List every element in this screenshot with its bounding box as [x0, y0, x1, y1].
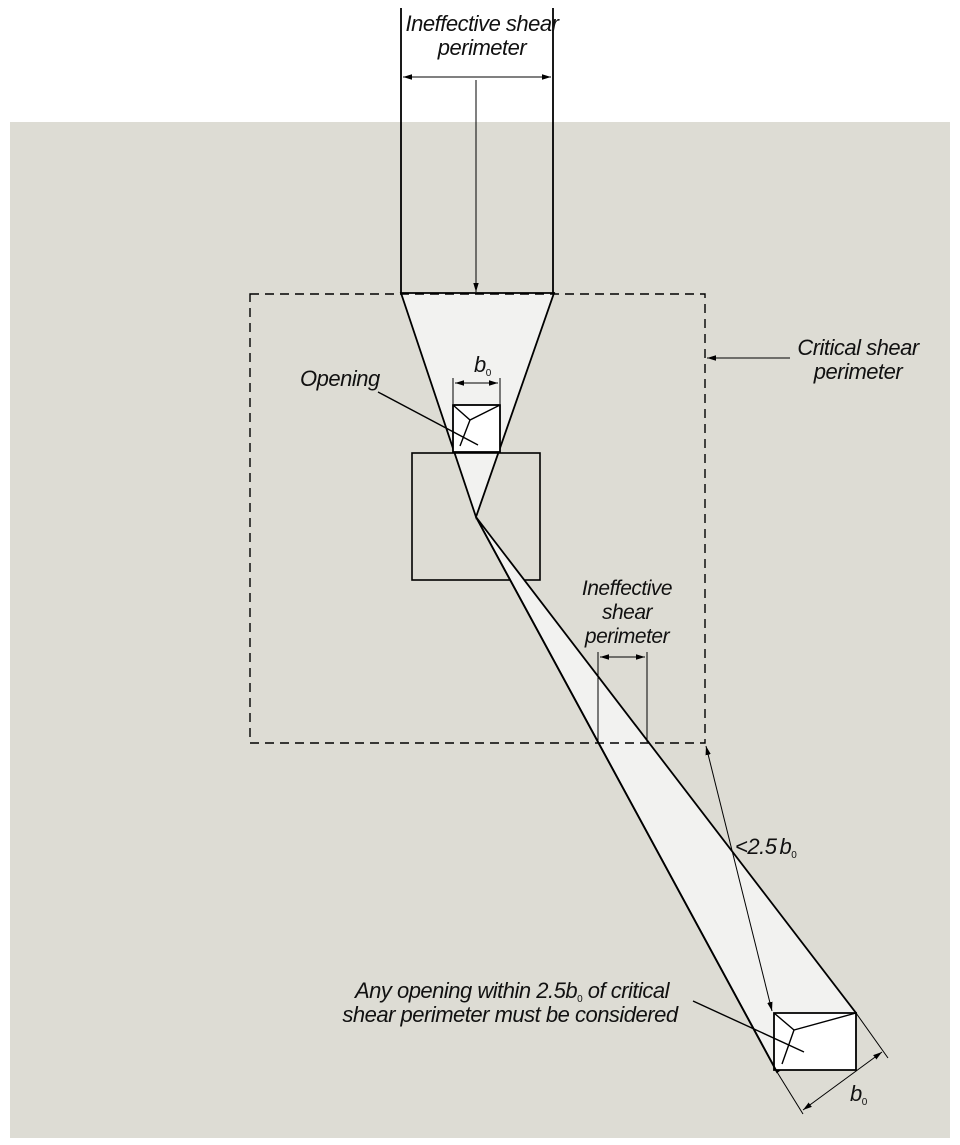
- top-ineffective-label-1: Ineffective shear: [406, 11, 561, 36]
- b0-symbol: b: [474, 352, 486, 377]
- b0-subscript: 0: [486, 368, 492, 379]
- mid-ineffective-label-1: Ineffective: [582, 577, 672, 600]
- critical-label-2: perimeter: [813, 359, 905, 384]
- far-opening-fold-down: [781, 1029, 795, 1065]
- far-shadow-edge: [475, 516, 778, 1073]
- bottom-b0-symbol: b: [850, 1081, 862, 1106]
- top-ineffective-label-2: perimeter: [437, 35, 529, 60]
- column: [411, 452, 541, 581]
- mid-ineffective-label-2: shear: [602, 601, 654, 624]
- bottom-b0-subscript: 0: [862, 1097, 868, 1108]
- note-line-2: shear perimeter must be considered: [342, 1002, 678, 1027]
- distance-prefix: <2.5: [735, 834, 778, 859]
- critical-shear-perimeter: [249, 293, 706, 744]
- near-opening-fold-down: [459, 419, 471, 447]
- distance-dimension: [705, 745, 773, 1012]
- mid-ineffective-label-3: perimeter: [584, 625, 671, 648]
- critical-label-1: Critical shear: [797, 335, 921, 360]
- note-line-1: Any opening within 2.5b0 of critical: [353, 978, 671, 1005]
- note-prefix: Any opening within 2.5: [353, 978, 567, 1003]
- note-subscript: 0: [577, 994, 583, 1005]
- far-opening: [773, 1012, 857, 1071]
- note-symbol: b: [565, 978, 577, 1003]
- note-leader: [692, 1000, 805, 1053]
- b0-label: b0: [474, 352, 492, 379]
- bottom-b0-label: b0: [850, 1081, 868, 1108]
- opening-label: Opening: [300, 366, 381, 391]
- bottom-b0-ext-1: [776, 1071, 804, 1115]
- bottom-b0-dimension: [802, 1051, 883, 1111]
- note-suffix: of critical: [582, 978, 671, 1003]
- opening-leader: [377, 391, 479, 446]
- bottom-b0-ext-2: [855, 1012, 889, 1059]
- distance-subscript: 0: [791, 850, 797, 861]
- distance-symbol: b: [779, 834, 791, 859]
